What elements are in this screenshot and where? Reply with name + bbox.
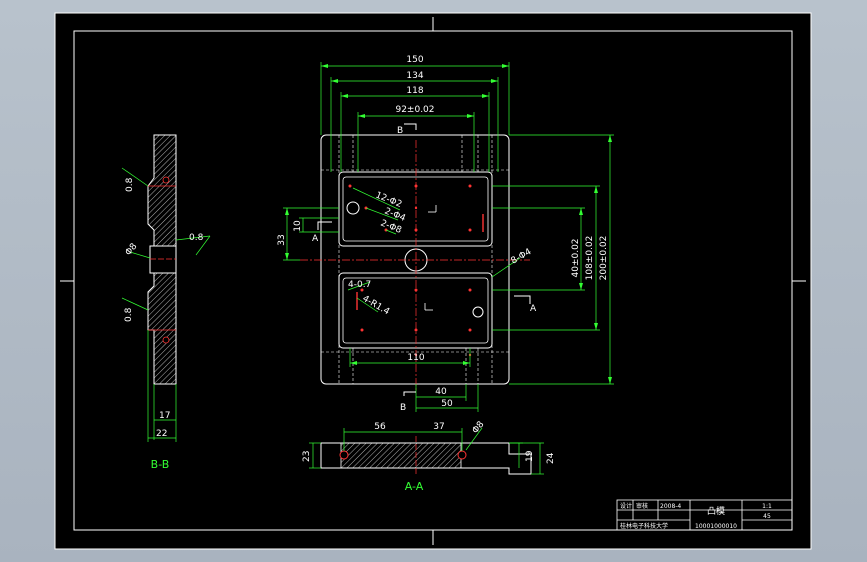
bottom-section-view [320,436,532,476]
dim-40: 40 [435,387,447,397]
section-mark-a-left: A [312,234,319,244]
bottom-dim-56: 56 [374,422,386,432]
side-r08-bottom: 0.8 [124,307,134,322]
tb-school: 桂林电子科技大学 [620,522,668,530]
front-dimension-lines [283,62,614,412]
tb-drawing-code: 10001000010 [695,523,737,530]
side-r08-top: 0.8 [125,177,135,192]
tb-designer: 设计 [620,502,632,510]
side-dim-22: 22 [156,429,167,439]
side-dimension-lines [121,167,211,442]
dim-118: 118 [406,86,423,96]
dim-150: 150 [406,55,423,65]
plate-outline [320,134,510,385]
front-view [300,134,530,392]
section-mark-b-top: B [397,126,403,136]
view-label-aa: A-A [405,480,424,493]
section-markers [317,123,531,396]
section-mark-a-right: A [530,304,537,314]
bottom-dim-19: 19 [525,450,535,462]
dim-92: 92±0.02 [395,105,434,115]
tb-checker: 审核 [636,502,648,510]
tb-part-name: 凸模 [707,506,725,517]
callout-4-07: 4-0.7 [348,280,371,290]
dim-200-tol: 200±0.02 [599,236,609,281]
dim-10: 10 [293,220,303,232]
dim-33: 33 [277,234,287,245]
tb-material: 45 [763,513,771,520]
dim-110: 110 [407,353,424,363]
dim-134: 134 [406,71,423,81]
tb-scale: 1:1 [762,503,772,510]
upper-cavity [338,171,493,247]
side-r08-mid: 0.8 [189,233,204,243]
dim-40-tol: 40±0.02 [571,238,581,277]
bottom-dimension-lines [309,427,544,475]
arrowheads [285,64,612,384]
dim-50: 50 [441,399,453,409]
side-dim-17: 17 [159,411,170,421]
dim-108-tol: 108±0.02 [585,236,595,281]
centering-marks [60,17,806,545]
view-label-bb: B-B [151,458,170,471]
title-block [616,499,793,531]
bottom-dim-23: 23 [302,451,312,462]
tb-date: 2008-4 [660,503,681,510]
section-mark-b-bottom: B [400,403,406,413]
bottom-dim-24: 24 [546,452,556,464]
side-section-view [147,134,177,385]
bottom-dim-37: 37 [433,422,444,432]
